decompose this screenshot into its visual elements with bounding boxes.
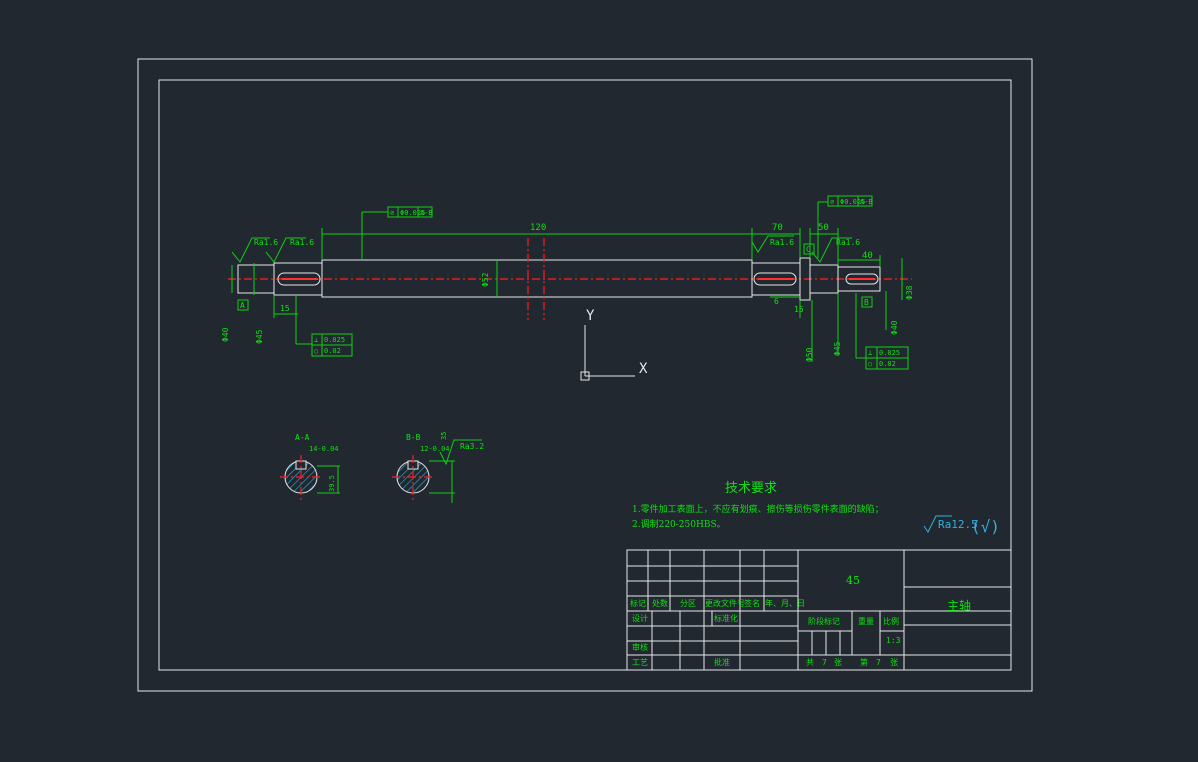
section-b-width: 12-0.04 — [420, 445, 450, 453]
ucs-icon: Y X — [580, 308, 648, 381]
roughness-symbols: Ra1.6 Ra1.6 Ra1.6 Ra1.6 — [231, 235, 860, 263]
roughness-3: Ra1.6 — [770, 238, 794, 247]
ucs-y: Y — [586, 308, 595, 324]
tb-process: 工艺 — [632, 658, 648, 667]
datum-b: B — [864, 298, 869, 307]
shaft-main-view[interactable] — [228, 238, 912, 320]
tol-tl-val: Φ0.025 — [400, 209, 425, 217]
keyway-mid — [753, 272, 797, 286]
roughness-2: Ra1.6 — [290, 238, 314, 247]
tol-tr-sym: ⊘ — [830, 198, 834, 206]
tb-standardize: 标准化 — [714, 613, 738, 623]
tb-sheet: 第 — [860, 657, 868, 667]
general-roughness: Ra12.5 — [938, 518, 978, 531]
tolerance-frames: ⊘ Φ0.025 A-B ⊘ Φ0.025 A-B ⊥ 0.025 ○ 0.02… — [237, 195, 909, 370]
outer-border — [137, 58, 1033, 692]
tol-br-sym2: ○ — [868, 360, 872, 368]
section-a-width: 14-0.04 — [309, 445, 339, 453]
keyway-right — [845, 273, 879, 285]
tb-material: 45 — [846, 574, 860, 587]
section-b-label: B-B — [406, 433, 421, 442]
section-b-b: B-B 12-0.04 35 Ra3.2 — [392, 432, 484, 503]
notes-line2: 2.调制220-250HBS。 — [632, 518, 726, 530]
roughness-5: Ra3.2 — [460, 442, 484, 451]
tb-design: 设计 — [632, 613, 648, 623]
dim-70: 70 — [772, 223, 783, 233]
section-b-depth: 35 — [440, 432, 448, 440]
tol-tl-datum: A-B — [420, 209, 433, 217]
tb-total-n: 7 — [822, 658, 827, 667]
dim-50: 50 — [818, 223, 829, 233]
dim-dia-right2: Φ45 — [833, 341, 842, 356]
shaft-seg-7 — [837, 266, 881, 292]
dim-dia-left2: Φ45 — [255, 329, 264, 344]
notes-line1: 1.零件加工表面上，不应有划痕、擦伤等损伤零件表面的缺陷； — [632, 503, 884, 515]
tol-br-val1: 0.025 — [879, 349, 900, 357]
tb-rev-h2: 处数 — [652, 598, 668, 608]
tb-sheet-unit: 张 — [834, 658, 842, 667]
technical-notes: 技术要求 1.零件加工表面上，不应有划痕、擦伤等损伤零件表面的缺陷； 2.调制2… — [632, 481, 1000, 536]
ucs-x: X — [639, 361, 648, 377]
tb-rev-h3: 分区 — [680, 599, 696, 608]
dim-overall-length: 120 — [530, 223, 546, 233]
tol-tl-sym: ⊘ — [390, 209, 394, 217]
tb-stage-mark: 阶段标记 — [808, 616, 840, 626]
tb-scale: 1:3 — [886, 636, 901, 645]
tb-part-name: 主轴 — [947, 598, 971, 613]
dim-dia-right4: Φ38 — [905, 285, 914, 300]
tb-scale-label: 比例 — [883, 616, 899, 626]
notes-title: 技术要求 — [725, 481, 777, 496]
section-a-label: A-A — [295, 433, 310, 442]
section-a-depth: 39.5 — [328, 475, 336, 492]
inner-border — [158, 79, 1012, 671]
dimensions: 120 70 50 40 Φ52 Φ40 Φ45 15 6 15 Φ50 — [221, 223, 914, 362]
dim-dia-right3: Φ40 — [890, 320, 899, 335]
roughness-4: Ra1.6 — [836, 238, 860, 247]
tb-sheet-unit2: 张 — [890, 658, 898, 667]
tb-sheet-n: 7 — [876, 658, 881, 667]
tol-bl-val1: 0.025 — [324, 336, 345, 344]
dim-6: 6 — [774, 297, 779, 306]
tol-br-sym1: ⊥ — [868, 349, 872, 357]
tb-total: 共 — [806, 658, 814, 667]
dim-dia-right1: Φ50 — [805, 347, 814, 362]
dim-15b: 15 — [794, 305, 804, 314]
tb-rev-h4: 更改文件号 — [705, 598, 745, 608]
general-roughness-paren: (√) — [971, 517, 1000, 536]
tb-rev-h5: 签名 — [744, 598, 760, 608]
dim-dia-52: Φ52 — [481, 272, 490, 287]
tol-bl-sym2: ○ — [314, 347, 318, 355]
tol-bl-sym1: ⊥ — [314, 336, 318, 344]
tb-weight: 重量 — [858, 616, 874, 626]
datum-a: A — [240, 301, 245, 310]
tb-review: 审核 — [632, 642, 648, 652]
tol-br-val2: 0.02 — [879, 360, 896, 368]
dim-dia-left1: Φ40 — [221, 327, 230, 342]
roughness-1: Ra1.6 — [254, 238, 278, 247]
title-block: 45 主轴 标记 处数 分区 更改文件号 签名 年、月、日 设计 标准化 审核 … — [626, 549, 1012, 671]
keyway-left — [277, 272, 321, 286]
section-a-a: A-A 14-0.04 39.5 — [280, 433, 340, 500]
tol-tr-val: Φ0.025 — [840, 198, 865, 206]
tb-approve: 批准 — [714, 657, 730, 667]
dim-15a: 15 — [280, 304, 290, 313]
tb-rev-h1: 标记 — [630, 598, 646, 608]
tol-tr-datum: A-B — [860, 198, 873, 206]
datum-c: C — [806, 245, 811, 254]
tb-rev-h6: 年、月、日 — [765, 598, 805, 608]
dim-40: 40 — [862, 251, 873, 261]
tol-bl-val2: 0.02 — [324, 347, 341, 355]
